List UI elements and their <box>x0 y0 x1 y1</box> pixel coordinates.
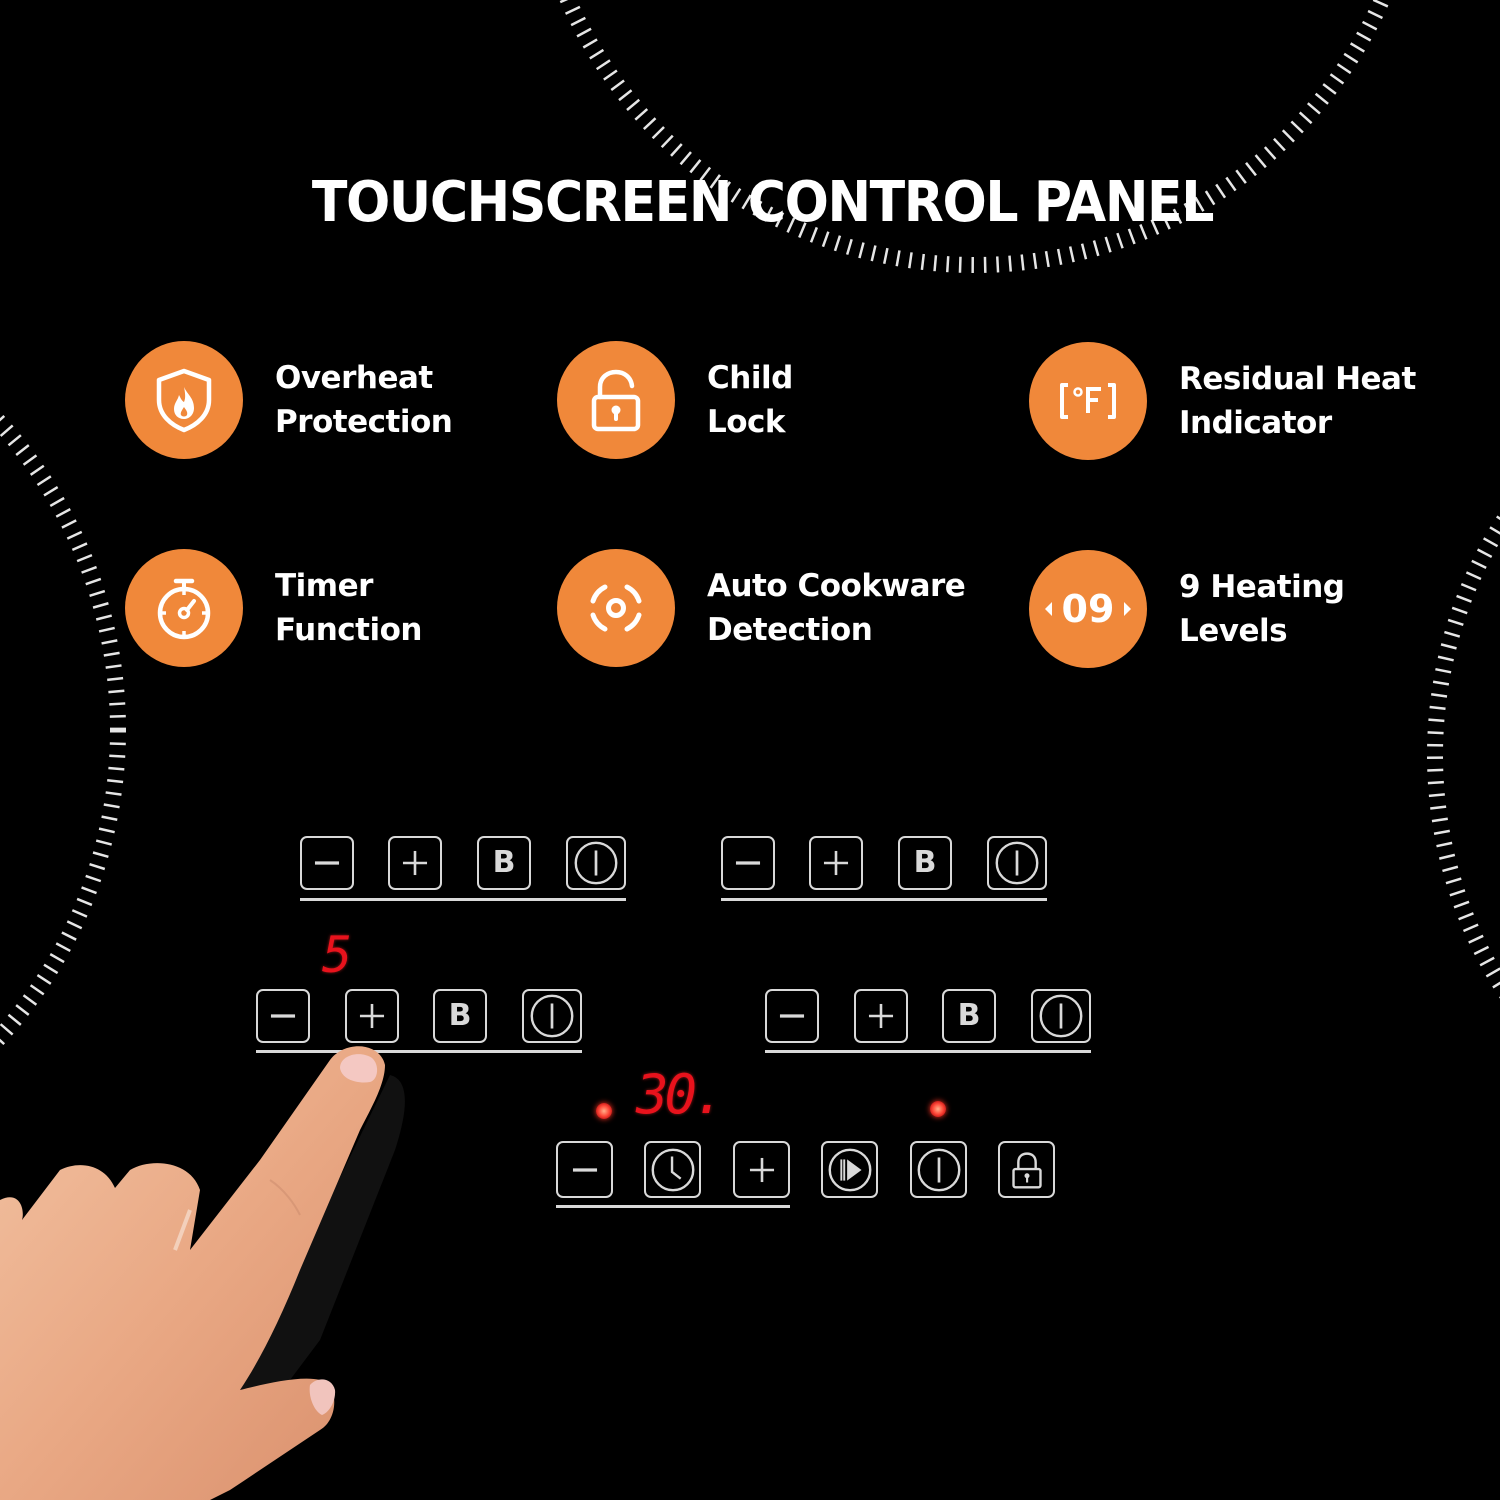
plus-icon <box>811 838 861 888</box>
main-power-button[interactable] <box>910 1141 967 1198</box>
boost-icon: B <box>448 998 472 1033</box>
feature-label: Child Lock <box>707 360 793 440</box>
timer-display: 30. <box>636 1063 726 1126</box>
zone-minus-button[interactable] <box>765 989 819 1043</box>
boost-icon: B <box>913 845 937 880</box>
minus-icon <box>723 838 773 888</box>
feature-residual-heat-indicator: Residual Heat Indicator <box>1029 342 1416 460</box>
zone-boost-button[interactable]: B <box>898 836 952 890</box>
feature-heating-levels: 09 9 Heating Levels <box>1029 550 1345 668</box>
boost-icon: B <box>492 845 516 880</box>
zone-slider-line <box>256 1050 582 1053</box>
minus-icon <box>767 991 817 1041</box>
pause-play-icon <box>824 1144 876 1196</box>
zone-controls-rear-right: B <box>721 836 1049 906</box>
zone-controls-rear-left: B <box>300 836 628 906</box>
feature-icon-badge: 09 <box>1029 550 1147 668</box>
zone-boost-button[interactable]: B <box>477 836 531 890</box>
zone-plus-button[interactable] <box>388 836 442 890</box>
timer-plus-button[interactable] <box>733 1141 790 1198</box>
power-icon <box>990 837 1044 889</box>
feature-icon-badge <box>557 341 675 459</box>
timer-minus-button[interactable] <box>556 1141 613 1198</box>
zone-power-button[interactable] <box>522 989 582 1043</box>
pause-play-button[interactable] <box>821 1141 878 1198</box>
zone-minus-button[interactable] <box>721 836 775 890</box>
plus-icon <box>347 991 397 1041</box>
feature-child-lock: Child Lock <box>557 341 793 459</box>
zone-slider-line <box>300 898 626 901</box>
zone-plus-button[interactable] <box>345 989 399 1043</box>
feature-timer-function: Timer Function <box>125 549 422 667</box>
zone-power-button[interactable] <box>1031 989 1091 1043</box>
padlock-icon <box>1001 1144 1053 1196</box>
clock-icon <box>647 1144 699 1196</box>
feature-icon-badge <box>125 549 243 667</box>
power-icon <box>569 837 623 889</box>
pointing-hand <box>0 1046 405 1500</box>
svg-text:09: 09 <box>1062 589 1115 629</box>
zone-power-button[interactable] <box>987 836 1047 890</box>
zone-plus-button[interactable] <box>809 836 863 890</box>
child-lock-button[interactable] <box>998 1141 1055 1198</box>
feature-label: Auto Cookware Detection <box>707 568 966 648</box>
burner-ring-right <box>1427 511 1500 999</box>
timer-led <box>596 1103 612 1119</box>
zone-slider-line <box>765 1050 1091 1053</box>
burner-ring-left <box>0 411 126 1049</box>
plus-icon <box>390 838 440 888</box>
minus-icon <box>258 991 308 1041</box>
feature-label: Timer Function <box>275 568 422 648</box>
timer-slider-line <box>556 1205 790 1208</box>
feature-auto-cookware-detection: Auto Cookware Detection <box>557 549 966 667</box>
fahrenheit-bracket-icon <box>1060 383 1116 419</box>
zone-boost-button[interactable]: B <box>433 989 487 1043</box>
stopwatch-icon <box>157 578 211 640</box>
feature-label: Overheat Protection <box>275 360 453 440</box>
zone-minus-button[interactable] <box>256 989 310 1043</box>
power-led <box>930 1101 946 1117</box>
plus-icon <box>856 991 906 1041</box>
power-icon <box>525 990 579 1042</box>
feature-label: 9 Heating Levels <box>1179 569 1345 649</box>
minus-icon <box>302 838 352 888</box>
power-icon <box>1034 990 1088 1042</box>
feature-icon-badge <box>1029 342 1147 460</box>
feature-label: Residual Heat Indicator <box>1179 361 1416 441</box>
zone-power-button[interactable] <box>566 836 626 890</box>
feature-icon-badge <box>125 341 243 459</box>
shield-flame-icon <box>156 368 212 433</box>
page-title: TOUCHSCREEN CONTROL PANEL <box>311 170 1214 235</box>
zone-minus-button[interactable] <box>300 836 354 890</box>
padlock-open-icon <box>591 369 641 432</box>
timer-button[interactable] <box>644 1141 701 1198</box>
plus-icon <box>737 1145 787 1195</box>
feature-icon-badge <box>557 549 675 667</box>
zone-slider-line <box>721 898 1047 901</box>
main-controls <box>556 1141 1058 1213</box>
zone-plus-button[interactable] <box>854 989 908 1043</box>
power-icon <box>913 1144 965 1196</box>
zone-controls-front-left: B <box>256 989 584 1059</box>
feature-overheat-protection: Overheat Protection <box>125 341 453 459</box>
zone-controls-front-right: B <box>765 989 1093 1059</box>
cookware-detect-icon <box>590 584 642 632</box>
zone-boost-button[interactable]: B <box>942 989 996 1043</box>
minus-icon <box>560 1145 610 1195</box>
zone-level-display: 5 <box>322 926 353 984</box>
level-09-icon: 09 <box>1045 589 1131 629</box>
boost-icon: B <box>957 998 981 1033</box>
